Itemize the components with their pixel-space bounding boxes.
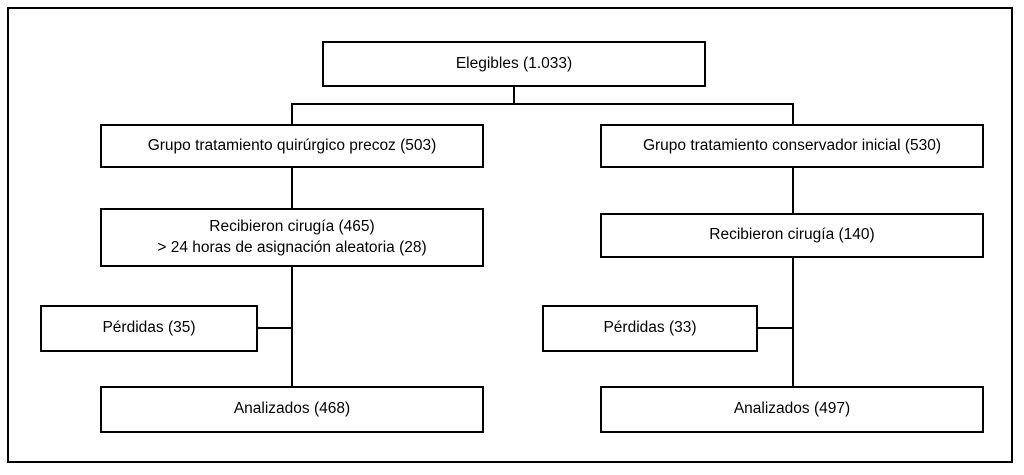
early-surgery-group-box: Grupo tratamiento quirúrgico precoz (503… [100, 124, 484, 168]
conservative-group-box: Grupo tratamiento conservador inicial (5… [600, 124, 984, 168]
conservative-analyzed-label: Analizados (497) [733, 400, 851, 418]
eligible-label: Elegibles (1.033) [455, 54, 573, 72]
early-analyzed-box: Analizados (468) [100, 386, 484, 433]
conservative-received-surgery-label: Recibieron cirugía (140) [709, 226, 875, 244]
early-surgery-group-label: Grupo tratamiento quirúrgico precoz (503… [147, 136, 437, 154]
connector-right-surgery-to-analyzed [792, 258, 794, 386]
diagram-outer-frame [7, 7, 1013, 463]
connector-right-losses-branch [758, 327, 793, 329]
eligible-box: Elegibles (1.033) [322, 41, 706, 87]
early-received-surgery-line1: Recibieron cirugía (465) [209, 217, 375, 235]
connector-left-losses-branch [258, 327, 292, 329]
conservative-group-label: Grupo tratamiento conservador inicial (5… [642, 136, 942, 154]
early-losses-box: Pérdidas (35) [40, 305, 258, 352]
connector-split-horizontal [291, 103, 794, 105]
early-received-surgery-box: Recibieron cirugía (465) > 24 horas de a… [100, 208, 484, 267]
early-losses-label: Pérdidas (35) [102, 319, 196, 337]
early-analyzed-label: Analizados (468) [233, 400, 351, 418]
connector-right-branch-drop [792, 103, 794, 124]
connector-left-branch-drop [291, 103, 293, 124]
early-received-surgery-line2: > 24 horas de asignación aleatoria (28) [157, 238, 427, 256]
conservative-analyzed-box: Analizados (497) [600, 386, 984, 433]
conservative-losses-label: Pérdidas (33) [603, 319, 697, 337]
conservative-received-surgery-box: Recibieron cirugía (140) [600, 213, 984, 258]
connector-eligible-stub [513, 87, 515, 104]
connector-left-surgery-to-analyzed [291, 267, 293, 386]
conservative-losses-box: Pérdidas (33) [542, 305, 758, 352]
connector-left-group-to-surgery [291, 168, 293, 208]
connector-right-group-to-surgery [792, 168, 794, 213]
